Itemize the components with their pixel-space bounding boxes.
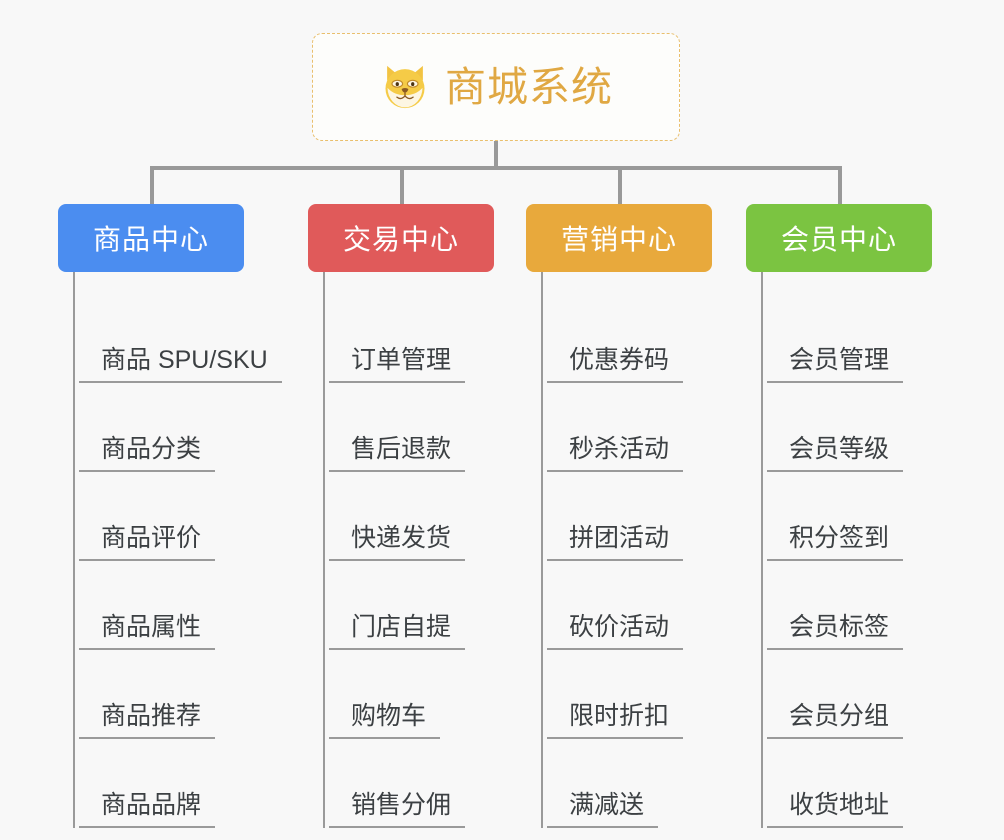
leaf-item-label: 砍价活动 (547, 613, 684, 650)
leaf-item[interactable]: 商品属性 (73, 561, 282, 650)
branch-header-product-center[interactable]: 商品中心 (58, 204, 244, 272)
leaf-item[interactable]: 订单管理 (323, 294, 494, 383)
leaf-item[interactable]: 会员标签 (761, 561, 932, 650)
leaf-item-label: 商品分类 (79, 435, 216, 472)
branch-header-member-center[interactable]: 会员中心 (746, 204, 932, 272)
branch-header-marketing-center[interactable]: 营销中心 (526, 204, 712, 272)
branch-trade-center: 交易中心 订单管理 售后退款 快递发货 门店自提 购物车 销售分佣 (308, 204, 494, 828)
connector-horizontal-bus (150, 166, 840, 170)
leaf-item[interactable]: 会员等级 (761, 383, 932, 472)
branch-product-center: 商品中心 商品 SPU/SKU 商品分类 商品评价 商品属性 商品推荐 商品品牌 (58, 204, 282, 828)
branch-member-center: 会员中心 会员管理 会员等级 积分签到 会员标签 会员分组 收货地址 (746, 204, 932, 828)
leaf-item-label: 商品评价 (79, 524, 216, 561)
leaf-item[interactable]: 限时折扣 (541, 650, 712, 739)
leaf-item[interactable]: 售后退款 (323, 383, 494, 472)
branch-header-label: 会员中心 (780, 224, 897, 255)
leaf-item[interactable]: 购物车 (323, 650, 494, 739)
leaf-item[interactable]: 门店自提 (323, 561, 494, 650)
leaf-item[interactable]: 会员管理 (761, 294, 932, 383)
leaf-item[interactable]: 商品评价 (73, 472, 282, 561)
connector-drop-branch-4 (838, 166, 842, 204)
leaf-item[interactable]: 收货地址 (761, 739, 932, 828)
connector-drop-branch-2 (400, 166, 404, 204)
leaf-item-label: 积分签到 (767, 524, 904, 561)
root-node-shopping-mall-system[interactable]: 商城系统 (312, 33, 680, 141)
leaf-item-label: 商品 SPU/SKU (79, 346, 282, 383)
leaf-item[interactable]: 商品推荐 (73, 650, 282, 739)
leaf-item-label: 商品品牌 (79, 791, 216, 828)
leaf-item-label: 售后退款 (329, 435, 466, 472)
leaf-item-label: 收货地址 (767, 791, 904, 828)
leaf-item-label: 会员管理 (767, 346, 904, 383)
leaf-item[interactable]: 会员分组 (761, 650, 932, 739)
leaf-item-label: 拼团活动 (547, 524, 684, 561)
leaf-item[interactable]: 优惠券码 (541, 294, 712, 383)
connector-drop-branch-1 (150, 166, 154, 204)
leaf-item[interactable]: 砍价活动 (541, 561, 712, 650)
leaf-item-label: 满减送 (547, 791, 659, 828)
leaf-item-label: 订单管理 (329, 346, 466, 383)
leaf-item[interactable]: 快递发货 (323, 472, 494, 561)
leaf-item[interactable]: 商品品牌 (73, 739, 282, 828)
leaf-item-label: 会员分组 (767, 702, 904, 739)
leaf-list-trade-center: 订单管理 售后退款 快递发货 门店自提 购物车 销售分佣 (323, 272, 494, 828)
branch-header-label: 交易中心 (342, 224, 459, 255)
leaf-item[interactable]: 满减送 (541, 739, 712, 828)
shiba-dog-icon (385, 65, 425, 110)
leaf-item[interactable]: 商品 SPU/SKU (73, 294, 282, 383)
leaf-item[interactable]: 秒杀活动 (541, 383, 712, 472)
leaf-list-marketing-center: 优惠券码 秒杀活动 拼团活动 砍价活动 限时折扣 满减送 (541, 272, 712, 828)
leaf-item-label: 限时折扣 (547, 702, 684, 739)
root-node-title: 商城系统 (445, 63, 613, 110)
leaf-item[interactable]: 商品分类 (73, 383, 282, 472)
leaf-item-label: 购物车 (329, 702, 441, 739)
leaf-item-label: 商品推荐 (79, 702, 216, 739)
leaf-item-label: 会员标签 (767, 613, 904, 650)
branch-marketing-center: 营销中心 优惠券码 秒杀活动 拼团活动 砍价活动 限时折扣 满减送 (526, 204, 712, 828)
branch-header-label: 营销中心 (560, 224, 677, 255)
leaf-item-label: 快递发货 (329, 524, 466, 561)
leaf-item-label: 会员等级 (767, 435, 904, 472)
leaf-item-label: 优惠券码 (547, 346, 684, 383)
leaf-item-label: 秒杀活动 (547, 435, 684, 472)
leaf-item[interactable]: 积分签到 (761, 472, 932, 561)
branch-header-label: 商品中心 (92, 224, 209, 255)
leaf-item-label: 销售分佣 (329, 791, 466, 828)
leaf-item-label: 门店自提 (329, 613, 466, 650)
leaf-list-product-center: 商品 SPU/SKU 商品分类 商品评价 商品属性 商品推荐 商品品牌 (73, 272, 282, 828)
leaf-item-label: 商品属性 (79, 613, 216, 650)
leaf-list-member-center: 会员管理 会员等级 积分签到 会员标签 会员分组 收货地址 (761, 272, 932, 828)
connector-root-stem (494, 141, 498, 169)
connector-drop-branch-3 (618, 166, 622, 204)
leaf-item[interactable]: 销售分佣 (323, 739, 494, 828)
leaf-item[interactable]: 拼团活动 (541, 472, 712, 561)
branch-header-trade-center[interactable]: 交易中心 (308, 204, 494, 272)
